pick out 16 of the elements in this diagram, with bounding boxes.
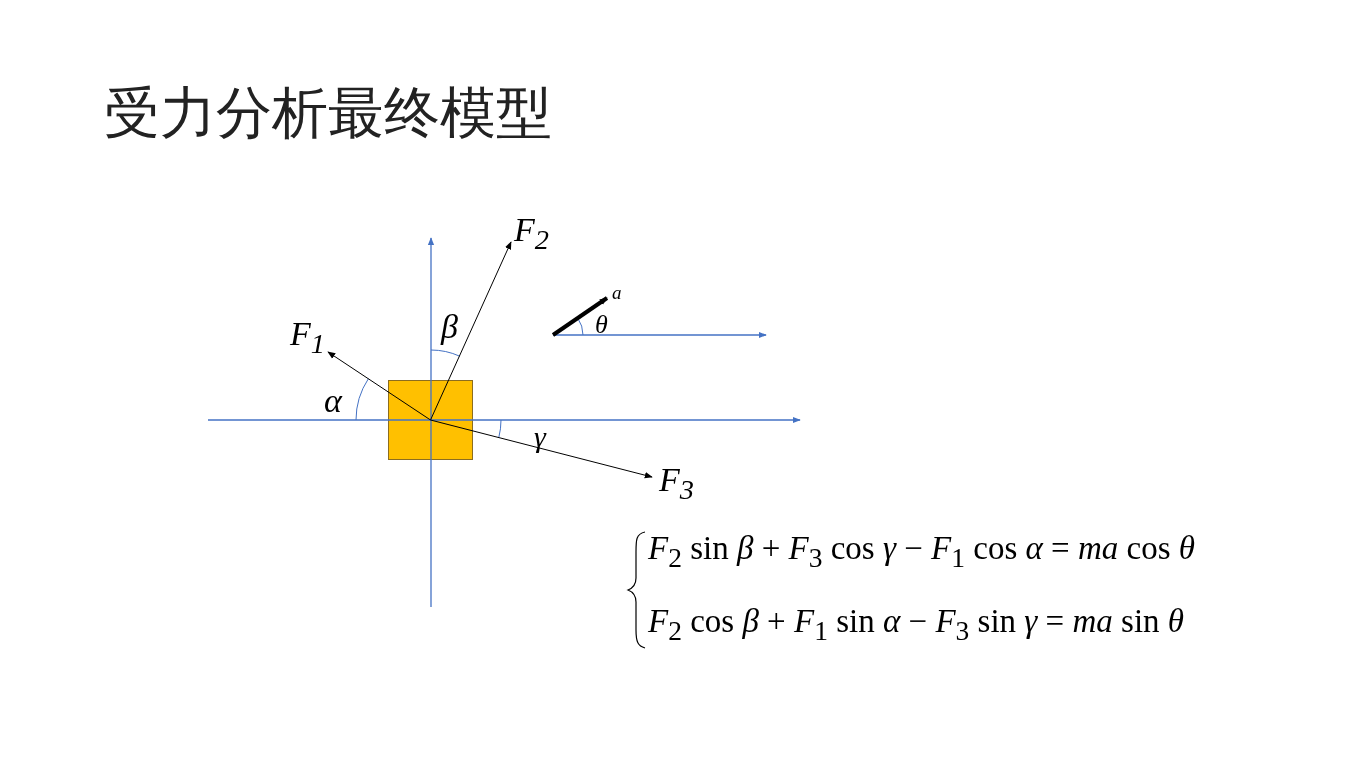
force-arrow	[327, 351, 431, 421]
equation: F$_{2}$ sin β + F$_{3}$ cos γ − F$_{1}$ cos α = ma cos θ	[648, 530, 1195, 573]
angle-label: γ	[534, 420, 546, 453]
acceleration-arrow	[551, 296, 609, 337]
force-arrow	[430, 419, 653, 479]
force-label: F$_{2}$	[514, 212, 549, 255]
force-label: F$_{1}$	[290, 316, 325, 359]
block	[388, 380, 473, 460]
angle-label: α	[324, 382, 342, 420]
angle-label: θ	[595, 311, 608, 340]
title: 受力分析最终模型	[104, 79, 552, 147]
acceleration-label: a	[612, 283, 622, 303]
angle-label: β	[441, 308, 458, 346]
force-label: F$_{3}$	[659, 462, 694, 505]
equation: F$_{2}$ cos β + F$_{1}$ sin α − F$_{3}$ sin γ = ma sin θ	[648, 603, 1185, 646]
force-arrow	[430, 241, 512, 421]
